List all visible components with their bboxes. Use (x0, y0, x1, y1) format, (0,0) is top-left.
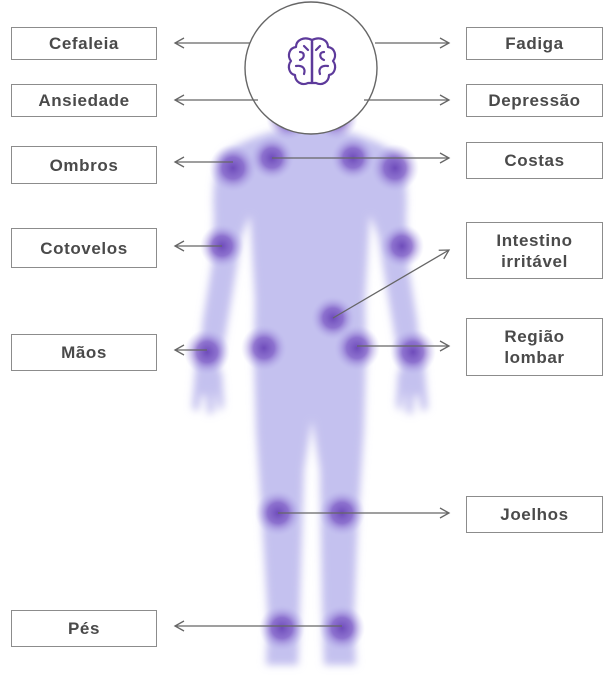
label-pes-text: Pés (68, 618, 100, 639)
label-ansiedade: Ansiedade (11, 84, 157, 117)
head-callout (245, 2, 377, 134)
label-fadiga-text: Fadiga (505, 33, 563, 54)
label-maos-text: Mãos (61, 342, 107, 363)
spot-hand-right (390, 329, 436, 375)
label-ansiedade-text: Ansiedade (38, 90, 129, 111)
label-costas-text: Costas (504, 150, 564, 171)
label-fadiga: Fadiga (466, 27, 603, 60)
spot-shoulder-left (209, 144, 257, 192)
label-pes: Pés (11, 610, 157, 647)
label-cefaleia-text: Cefaleia (49, 33, 119, 54)
spot-lower-back (334, 325, 380, 371)
spot-foot-left (259, 605, 305, 651)
label-depressao-text: Depressão (488, 90, 580, 111)
label-ombros: Ombros (11, 146, 157, 184)
spot-shoulder-right (371, 144, 419, 192)
label-depressao: Depressão (466, 84, 603, 117)
label-maos: Mãos (11, 334, 157, 371)
spot-foot-right (319, 605, 365, 651)
label-ombros-text: Ombros (50, 155, 119, 176)
label-cotovelos-text: Cotovelos (40, 238, 128, 259)
label-joelhos-text: Joelhos (500, 504, 568, 525)
label-cotovelos: Cotovelos (11, 228, 157, 268)
label-intestino-text: Intestino irritável (496, 230, 572, 272)
label-regiao-lombar-text: Região lombar (504, 326, 564, 368)
spot-elbow-right (380, 224, 424, 268)
label-joelhos: Joelhos (466, 496, 603, 533)
spot-hand-left (184, 329, 230, 375)
label-costas: Costas (466, 142, 603, 179)
label-regiao-lombar: Região lombar (466, 318, 603, 376)
label-cefaleia: Cefaleia (11, 27, 157, 60)
spot-hip-left (241, 325, 287, 371)
label-intestino: Intestino irritável (466, 222, 603, 279)
